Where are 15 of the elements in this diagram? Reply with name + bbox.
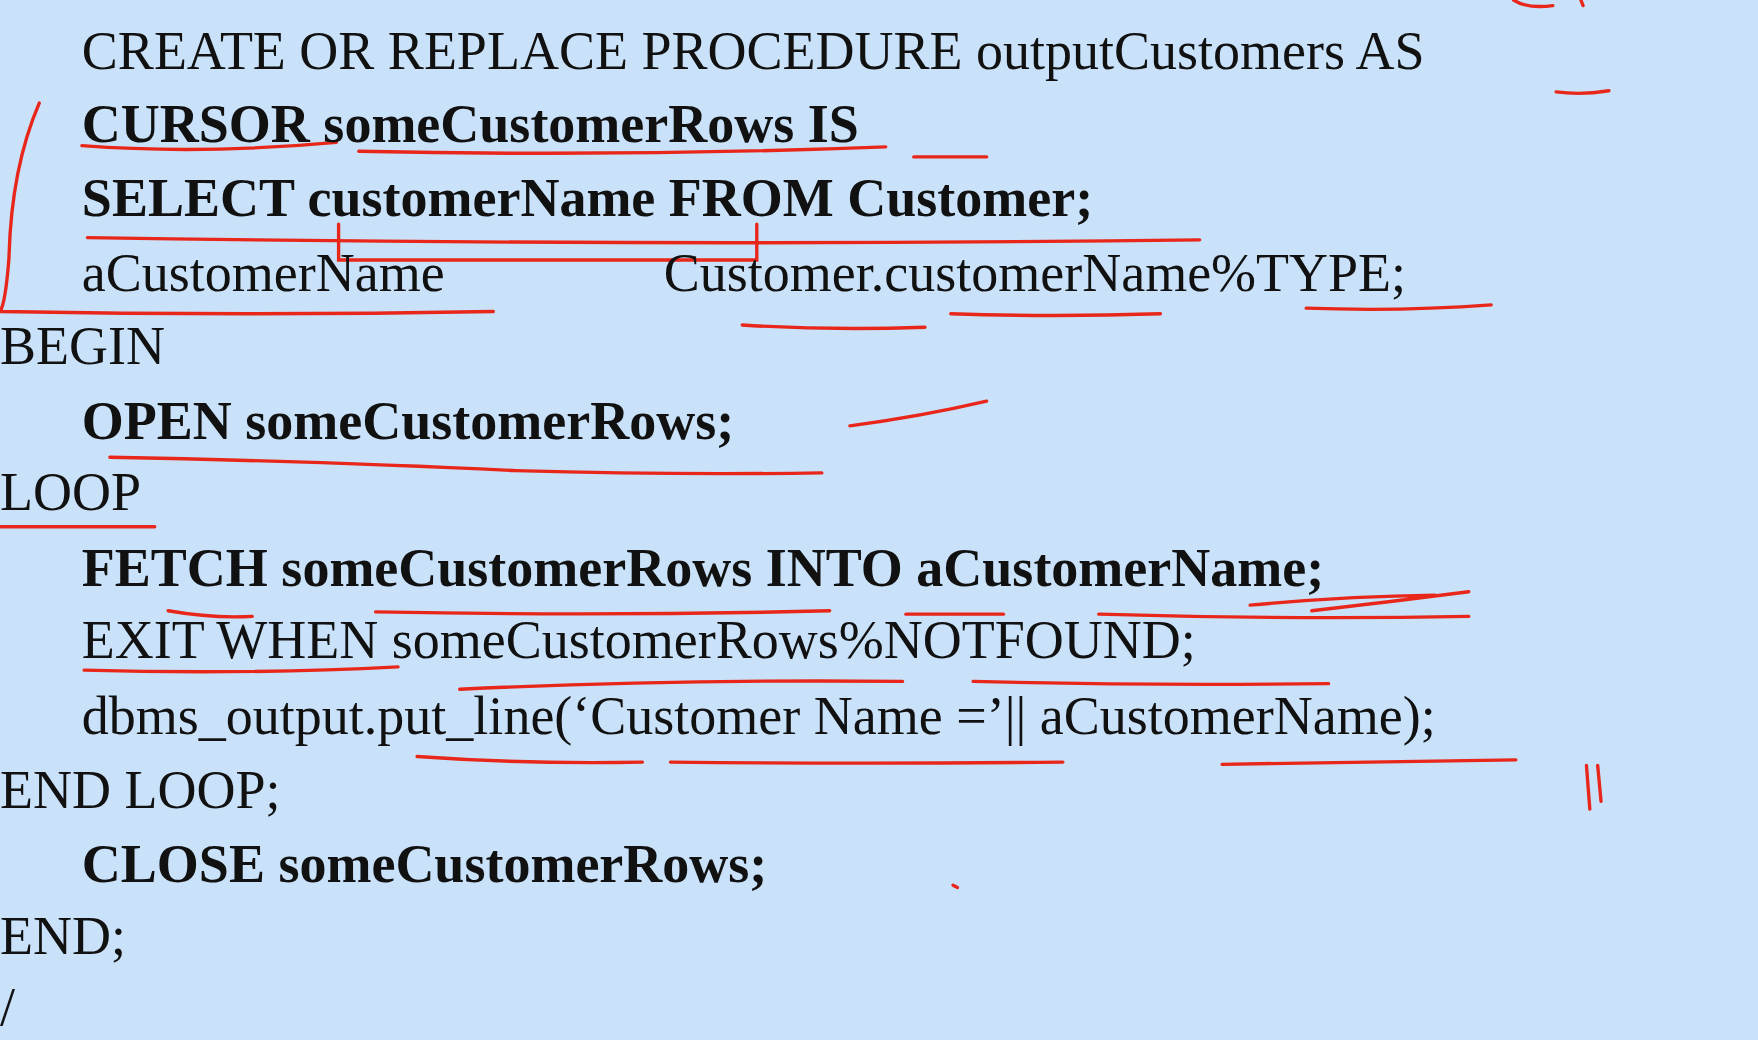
code-line: CURSOR someCustomerRows IS bbox=[81, 93, 859, 154]
code-line: EXIT WHEN someCustomerRows%NOTFOUND; bbox=[81, 610, 1196, 671]
code-line: END; bbox=[0, 906, 126, 967]
code-line: BEGIN bbox=[0, 315, 165, 376]
code-line: LOOP bbox=[0, 462, 141, 523]
code-line: Customer.customerName%TYPE; bbox=[663, 242, 1407, 303]
code-line: END LOOP; bbox=[0, 759, 281, 820]
code-line: SELECT customerName FROM Customer; bbox=[81, 167, 1094, 228]
code-line: / bbox=[0, 977, 15, 1038]
code-line: FETCH someCustomerRows INTO aCustomerName; bbox=[81, 537, 1325, 598]
code-line: OPEN someCustomerRows; bbox=[81, 390, 735, 451]
code-line: CREATE OR REPLACE PROCEDURE outputCustomers AS bbox=[81, 20, 1425, 81]
code-line: CLOSE someCustomerRows; bbox=[81, 833, 768, 894]
code-line: dbms_output.put_line(‘Customer Name =’|| aCustomerName); bbox=[81, 685, 1436, 746]
code-line: aCustomerName bbox=[81, 242, 445, 303]
